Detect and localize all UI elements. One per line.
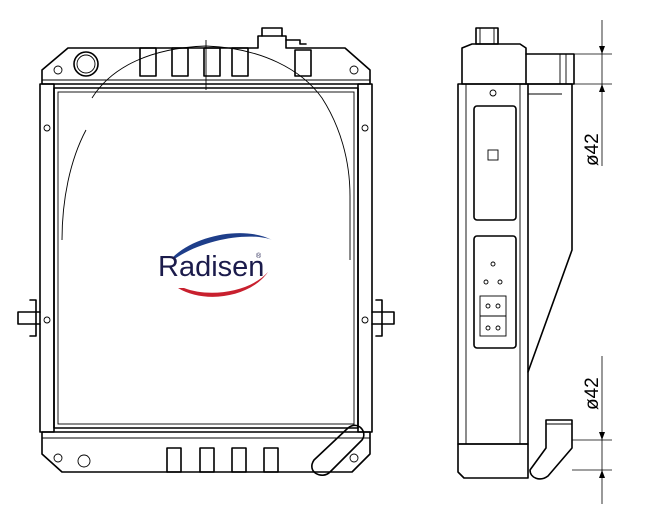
bottom-outlet-pipe bbox=[311, 424, 365, 476]
side-bottom-tank bbox=[457, 443, 529, 479]
overflow-pipe bbox=[261, 27, 307, 45]
left-side-frame bbox=[39, 83, 55, 433]
side-filler-neck bbox=[475, 27, 499, 45]
logo-text: Radisen bbox=[158, 251, 264, 283]
side-fan-shroud bbox=[527, 83, 573, 373]
side-core bbox=[457, 83, 529, 445]
upper-bracket-plate bbox=[473, 105, 517, 221]
side-top-tank bbox=[461, 43, 527, 85]
radiator-side-view bbox=[457, 27, 575, 480]
bottom-tank-ribs bbox=[166, 447, 279, 473]
top-tank bbox=[41, 35, 371, 85]
logo-swoosh-blue bbox=[172, 233, 272, 258]
fan-shroud-outline bbox=[91, 45, 351, 260]
dimension-bottom-label: ø42 bbox=[582, 377, 603, 410]
left-mount-bracket bbox=[17, 299, 41, 337]
filler-cap bbox=[73, 51, 99, 77]
radisen-logo: Radisen ® bbox=[158, 233, 272, 297]
radiator-front-view bbox=[17, 27, 395, 476]
right-mount-bracket bbox=[371, 299, 395, 337]
dimension-top: ø42 bbox=[574, 20, 612, 166]
bottom-tank bbox=[41, 431, 371, 473]
upper-hose-neck bbox=[525, 53, 575, 85]
lower-bracket-plate bbox=[473, 235, 517, 349]
lower-hose-neck bbox=[529, 419, 573, 480]
bolt-hole-top-left bbox=[53, 65, 63, 75]
top-tank-ribs bbox=[139, 47, 312, 77]
bolt-hole-bottom-right bbox=[349, 453, 359, 463]
side-bolts bbox=[43, 124, 369, 324]
bolt-hole-bottom-left bbox=[53, 453, 63, 463]
drain-plug bbox=[77, 454, 91, 468]
dimension-top-label: ø42 bbox=[582, 133, 603, 166]
logo-registered-mark: ® bbox=[256, 252, 262, 260]
right-side-frame bbox=[357, 83, 373, 433]
bolt-hole-top-right bbox=[349, 65, 359, 75]
dimension-bottom: ø42 bbox=[572, 356, 612, 504]
